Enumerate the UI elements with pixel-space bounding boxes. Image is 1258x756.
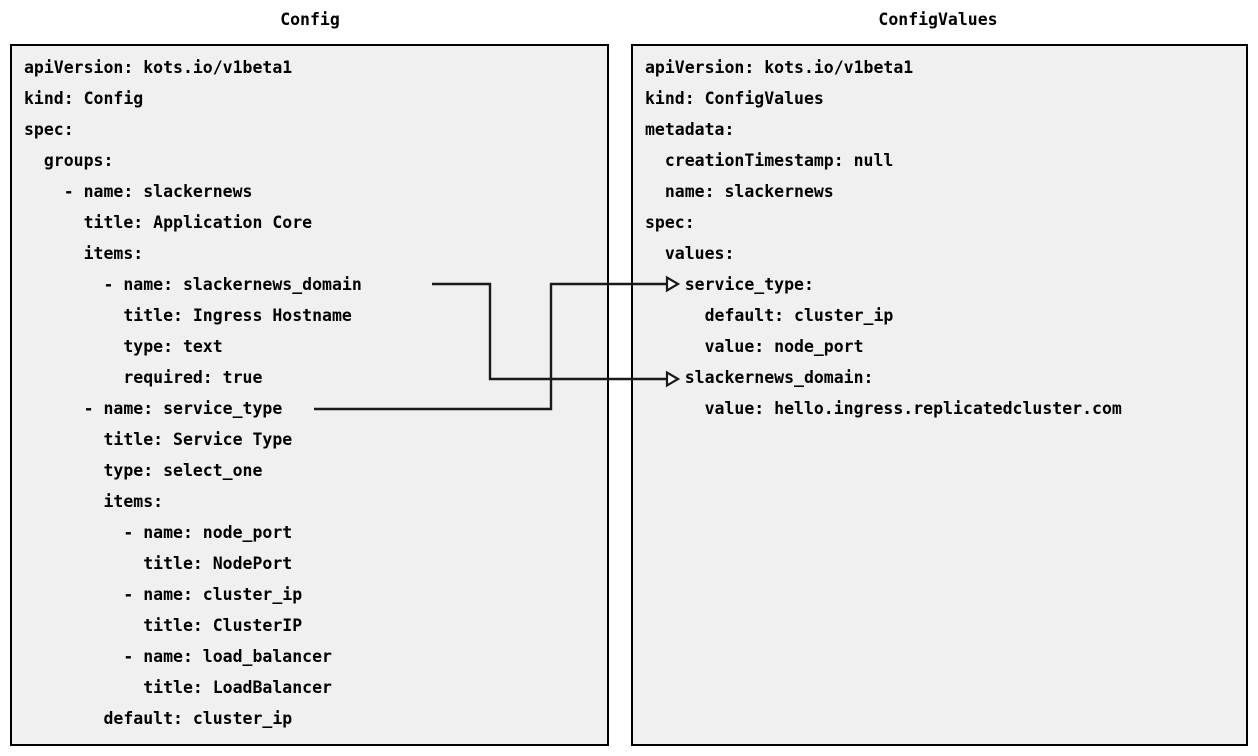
panels.left.lines-line: apiVersion: kots.io/v1beta1 <box>24 58 293 77</box>
config-yaml-code: apiVersion: kots.io/v1beta1 kind: Config s… <box>24 52 362 734</box>
configvalues-yaml-code: apiVersion: kots.io/v1beta1 kind: ConfigV… <box>645 52 1122 424</box>
panels.left.lines-line: groups: <box>24 151 114 170</box>
panels.left.lines-line: - name: service_type <box>24 399 283 418</box>
panels.left.lines-line: type: select_one <box>24 461 263 480</box>
config-yaml-panel: apiVersion: kots.io/v1beta1 kind: Config s… <box>10 44 609 746</box>
panels.right.lines-line: apiVersion: kots.io/v1beta1 <box>645 58 914 77</box>
panels.left.lines-line: items: <box>24 244 144 263</box>
page-title-config: Config <box>280 10 340 29</box>
panels.right.lines-line: metadata: <box>645 120 735 139</box>
panels.left.lines-line: - name: load_balancer <box>24 647 332 666</box>
page-title-configvalues: ConfigValues <box>878 10 998 29</box>
panels.left.lines-line: - name: cluster_ip <box>24 585 303 604</box>
panels.right.lines-line: name: slackernews <box>645 182 834 201</box>
panels.right.lines-line: values: <box>645 244 735 263</box>
panels.right.lines-line: value: node_port <box>645 337 864 356</box>
configvalues-yaml-panel: apiVersion: kots.io/v1beta1 kind: ConfigV… <box>631 44 1248 746</box>
panels.right.lines-line: value: hello.ingress.replicatedcluster.c… <box>645 399 1122 418</box>
panels.left.lines-line: spec: <box>24 120 74 139</box>
panels.left.lines-line: type: text <box>24 337 223 356</box>
panels.right.lines-line: slackernews_domain: <box>645 368 874 387</box>
panels.right.lines-line: kind: ConfigValues <box>645 89 824 108</box>
panels.left.lines-line: kind: Config <box>24 89 144 108</box>
panels.left.lines-line: title: Service Type <box>24 430 293 449</box>
panels.left.lines-line: - name: node_port <box>24 523 293 542</box>
panels.left.lines-line: title: ClusterIP <box>24 616 303 635</box>
panels.left.lines-line: title: Ingress Hostname <box>24 306 352 325</box>
panels.right.lines-line: service_type: <box>645 275 814 294</box>
panels.right.lines-line: default: cluster_ip <box>645 306 894 325</box>
panels.left.lines-line: title: LoadBalancer <box>24 678 332 697</box>
panels.left.lines-line: title: Application Core <box>24 213 313 232</box>
panels.left.lines-line: required: true <box>24 368 263 387</box>
panels.right.lines-line: spec: <box>645 213 695 232</box>
panels.left.lines-line: default: cluster_ip <box>24 709 293 728</box>
panels.left.lines-line: - name: slackernews_domain <box>24 275 362 294</box>
panels.left.lines-line: - name: slackernews <box>24 182 253 201</box>
panels.right.lines-line: creationTimestamp: null <box>645 151 894 170</box>
panels.left.lines-line: items: <box>24 492 164 511</box>
panels.left.lines-line: title: NodePort <box>24 554 293 573</box>
